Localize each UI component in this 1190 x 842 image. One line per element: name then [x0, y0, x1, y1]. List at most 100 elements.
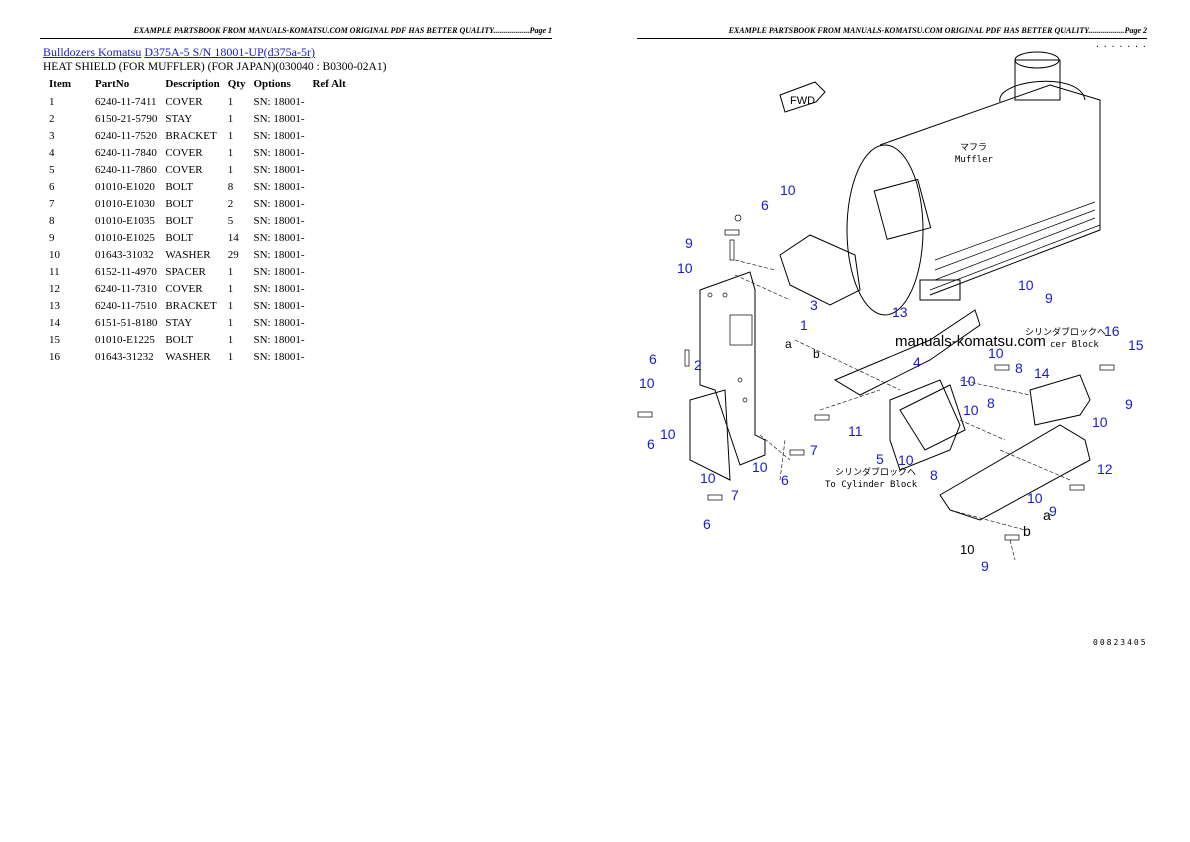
table-cell [308, 195, 349, 212]
drawing-code: 00823405 [1093, 638, 1148, 647]
callout: 9 [1125, 396, 1133, 412]
page-1-header: EXAMPLE PARTSBOOK FROM MANUALS-KOMATSU.C… [40, 26, 552, 39]
table-cell: SN: 18001- [253, 333, 305, 346]
breadcrumb-link-bulldozers[interactable]: Bulldozers Komatsu [43, 45, 142, 59]
col-item: Item [49, 78, 71, 90]
table-cell: BRACKET [165, 129, 217, 142]
table-cell: 6240-11-7510 [95, 299, 157, 312]
col-options: Options [253, 78, 291, 90]
table-cell: 1 [227, 129, 234, 142]
table-cell: 6240-11-7310 [95, 282, 157, 295]
table-cell [308, 144, 349, 161]
table-cell [308, 212, 349, 229]
table-cell: 6240-11-7520 [95, 129, 157, 142]
table-cell: BRACKET [165, 299, 217, 312]
table-cell: 1 [227, 282, 234, 295]
fwd-arrow-icon: FWD [779, 81, 826, 113]
table-cell: SN: 18001- [253, 350, 305, 363]
table-cell [308, 110, 349, 127]
table-cell: COVER [165, 146, 203, 159]
cover-12-drawing [939, 424, 1091, 521]
table-cell: 7 [49, 197, 55, 210]
table-cell: 12 [49, 282, 60, 295]
table-cell: 6152-11-4970 [95, 265, 157, 278]
col-description: Description [165, 78, 220, 90]
table-cell: 6150-21-5790 [95, 112, 158, 125]
table-cell: SN: 18001- [253, 231, 305, 244]
table-cell: 01010-E1035 [95, 214, 155, 227]
callout: 10 [660, 426, 676, 442]
callout: 9 [1045, 290, 1053, 306]
table-cell: SN: 18001- [253, 180, 305, 193]
callout: 10 [960, 373, 976, 389]
callout: 8 [987, 395, 995, 411]
ref-letter-b-2: b [1023, 523, 1031, 539]
callout-labels: 10 6 9 10 3 1 13 10 9 16 15 6 2 10 4 10 … [639, 182, 1144, 574]
table-cell [308, 161, 349, 178]
table-cell: 1 [227, 163, 234, 176]
assembly-lines [734, 259, 1071, 561]
table-cell: 01643-31032 [95, 248, 154, 261]
callout: 10 [1027, 490, 1043, 506]
table-cell: 6240-11-7860 [95, 163, 157, 176]
callout: 10 [963, 402, 979, 418]
col-qty: Qty [227, 78, 246, 90]
page-2-header: EXAMPLE PARTSBOOK FROM MANUALS-KOMATSU.C… [637, 26, 1147, 39]
table-cell: 5 [49, 163, 55, 176]
table-cell: 2 [49, 112, 55, 125]
bolt-icons [637, 214, 1115, 541]
callout: 2 [694, 357, 702, 373]
table-cell: SN: 18001- [253, 248, 305, 261]
table-cell: 13 [49, 299, 60, 312]
table-cell: SN: 18001- [253, 282, 305, 295]
callout: 6 [761, 197, 769, 213]
callout: 10 [898, 452, 914, 468]
callout: 7 [810, 442, 818, 458]
callout: 10 [780, 182, 796, 198]
callout: 10 [1018, 277, 1034, 293]
callout: 9 [685, 235, 693, 251]
callout: 6 [781, 472, 789, 488]
table-cell [308, 127, 349, 144]
callout: 16 [1104, 323, 1120, 339]
table-cell: SN: 18001- [253, 146, 305, 159]
callout: 5 [876, 451, 884, 467]
ref-letter-a-2: a [1043, 507, 1051, 523]
table-cell: 1 [227, 112, 234, 125]
table-header-row: Item PartNo Description Qty Options Ref … [45, 77, 350, 93]
table-cell: 4 [49, 146, 55, 159]
table-cell: 01643-31232 [95, 350, 154, 363]
callout: 10 [1092, 414, 1108, 430]
col-ref-alt: Ref Alt [312, 78, 346, 90]
breadcrumb: Bulldozers Komatsu D375A-5 S/N 18001-UP(… [43, 45, 315, 60]
table-cell: SN: 18001- [253, 265, 305, 278]
callout: 10 [677, 260, 693, 276]
table-cell: SPACER [165, 265, 206, 278]
table-cell: 6240-11-7411 [95, 95, 157, 108]
callout: 3 [810, 297, 818, 313]
table-cell: 6 [49, 180, 55, 193]
table-cell: 6240-11-7840 [95, 146, 157, 159]
table-cell: 8 [49, 214, 55, 227]
table-cell: 1 [227, 95, 234, 108]
table-cell: BOLT [165, 214, 194, 227]
breadcrumb-link-model[interactable]: D375A-5 S/N 18001-UP(d375a-5r) [144, 45, 315, 59]
page-subtitle: HEAT SHIELD (FOR MUFFLER) (FOR JAPAN)(03… [43, 61, 387, 73]
table-cell: 10 [49, 248, 60, 261]
muffler-jp-label: マフラ [960, 142, 987, 153]
table-cell: 01010-E1030 [95, 197, 155, 210]
table-cell [308, 263, 349, 280]
table-cell: 1 [227, 350, 234, 363]
table-cell [308, 229, 349, 246]
table-cell: BOLT [165, 333, 194, 346]
table-cell [308, 331, 349, 348]
table-cell: 1 [227, 299, 234, 312]
table-cell: 15 [49, 333, 60, 346]
callout: 11 [848, 423, 863, 439]
callout: 12 [1097, 461, 1113, 477]
